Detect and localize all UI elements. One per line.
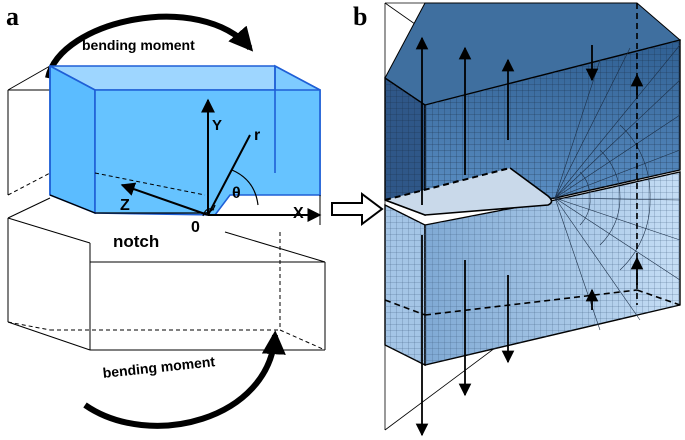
mesh-notch (384, 167, 553, 216)
z-axis (120, 182, 209, 216)
notch-label: notch (113, 232, 160, 251)
theta-arc (231, 169, 259, 206)
axis-label-origin: 0 (191, 219, 200, 236)
r-vector (207, 134, 251, 216)
crack-tip-mesh (554, 44, 681, 331)
lower-block-wireframe (7, 195, 326, 351)
blue-block (49, 64, 321, 216)
load-arrows (415, 36, 644, 437)
coordinate-axes (120, 98, 322, 222)
panel-a-label: a (6, 2, 19, 31)
bottom-bending-arrow (83, 330, 286, 429)
axis-label-z: Z (120, 197, 130, 214)
origin-arc (202, 208, 215, 217)
notch-front-dashed (94, 172, 206, 196)
axis-label-y: Y (212, 117, 223, 134)
hidden-edges (384, 3, 681, 316)
top-bending-arrow (45, 13, 254, 79)
axis-label-r: r (254, 127, 261, 144)
panel-b (384, 2, 682, 437)
axis-label-theta: θ (232, 185, 241, 202)
panel-a (7, 13, 384, 429)
top-bending-caption: bending moment (82, 37, 195, 53)
transition-arrow (331, 192, 384, 226)
axis-label-x: X (293, 205, 304, 222)
panel-b-label: b (353, 2, 368, 31)
upper-mesh-grid (425, 40, 680, 215)
